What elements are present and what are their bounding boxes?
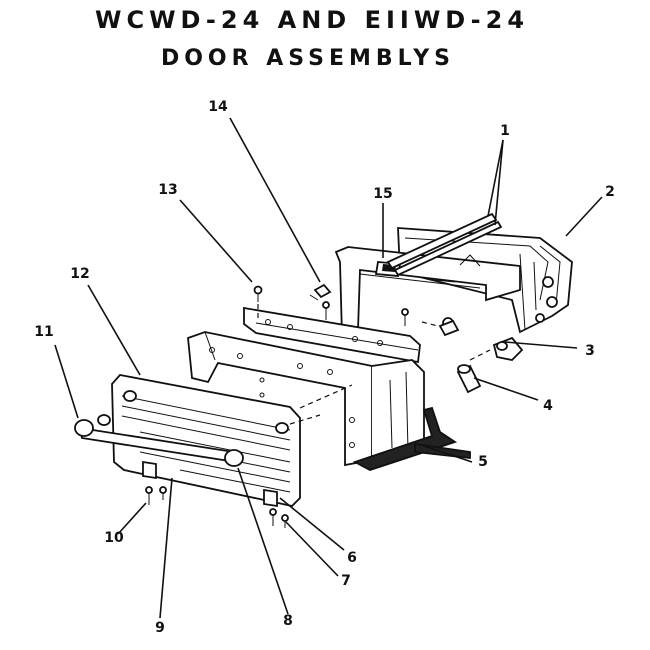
callout-12: 12	[70, 266, 89, 282]
door-panel	[111, 374, 321, 507]
screw-and-clip	[421, 317, 524, 361]
top-fasteners	[253, 283, 409, 326]
title-line-1: WCWD-24 AND EIIWD-24	[95, 6, 529, 34]
top-mounting-strip	[243, 304, 421, 364]
callout-labels: 1 2 3 4 5 6 7 8 9 10 11 12 13 14 15	[34, 99, 615, 636]
callout-5: 5	[478, 454, 488, 470]
callout-13: 13	[158, 182, 177, 198]
door-handle	[74, 414, 244, 467]
callout-9: 9	[155, 620, 165, 636]
slide-rail-bracket	[334, 246, 521, 338]
callout-6: 6	[347, 550, 357, 566]
callout-1: 1	[500, 123, 510, 139]
callout-8: 8	[283, 613, 293, 629]
callout-11: 11	[34, 324, 53, 340]
callout-10: 10	[104, 530, 124, 546]
door-frame	[187, 331, 471, 471]
roller	[456, 349, 491, 394]
callout-3: 3	[585, 343, 595, 359]
leader-lines	[54, 117, 603, 619]
callout-2: 2	[605, 184, 615, 200]
callout-15: 15	[373, 186, 392, 202]
title-line-2: DOOR ASSEMBLYS	[161, 46, 455, 71]
bottom-hinge-parts	[142, 460, 289, 528]
callout-14: 14	[208, 99, 228, 115]
callout-7: 7	[341, 573, 351, 589]
rods	[386, 212, 503, 277]
callout-4: 4	[543, 398, 553, 414]
